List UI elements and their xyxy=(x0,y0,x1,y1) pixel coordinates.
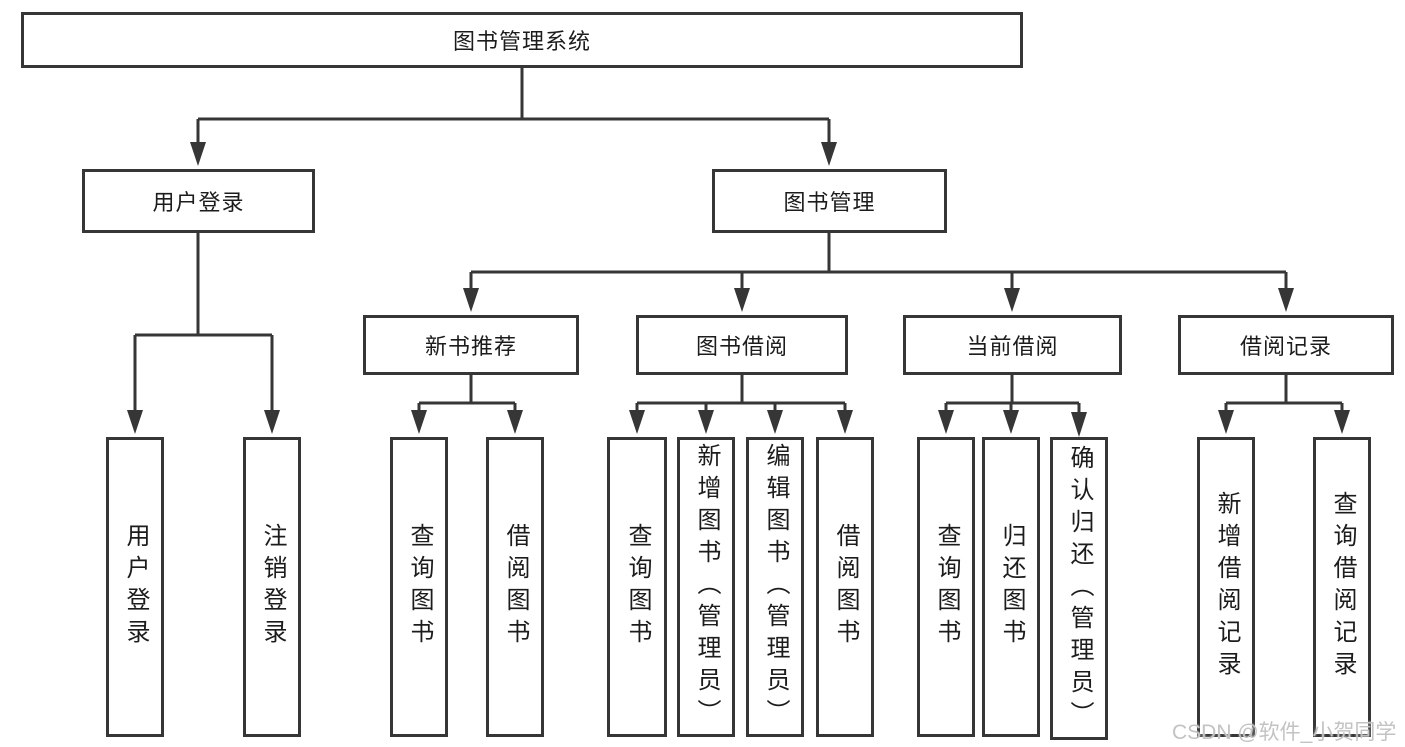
leaf-query-books-borrow: 查询图书 xyxy=(607,437,667,737)
leaf-confirm-return-admin: 确认归还（管理员） xyxy=(1050,437,1108,740)
node-label: 归还图书 xyxy=(998,523,1025,651)
node-label: 图书借阅 xyxy=(695,334,788,359)
leaf-borrow-books-recommend: 借阅图书 xyxy=(486,437,544,737)
connector-current-bus xyxy=(946,375,1079,405)
node-label: 图书管理系统 xyxy=(452,29,591,54)
arrowhead xyxy=(127,410,143,434)
arrowhead xyxy=(264,410,280,434)
leaf-add-books-admin: 新增图书（管理员） xyxy=(677,437,735,737)
arrowhead xyxy=(1003,410,1019,434)
node-label: 用户登录 xyxy=(152,190,245,215)
node-label: 借阅记录 xyxy=(1239,334,1332,359)
arrowhead xyxy=(411,410,427,434)
csdn-watermark: CSDN @软件_小贺同学 xyxy=(1172,721,1397,744)
arrowhead xyxy=(1071,412,1087,437)
arrowhead xyxy=(507,410,523,434)
node-label: 查询图书 xyxy=(624,523,651,651)
leaf-return-books: 归还图书 xyxy=(982,437,1040,737)
connector-borrow-bus xyxy=(637,375,845,405)
node-book-borrow: 图书借阅 xyxy=(636,315,848,375)
arrowhead xyxy=(463,288,479,312)
arrowhead xyxy=(821,142,837,166)
node-label: 查询图书 xyxy=(406,523,433,651)
connector-recommend-bus xyxy=(419,375,515,405)
arrowhead xyxy=(1278,288,1294,312)
node-borrow-record: 借阅记录 xyxy=(1178,315,1394,375)
node-label: 借阅图书 xyxy=(832,523,859,651)
leaf-query-books-current: 查询图书 xyxy=(917,437,975,737)
node-label: 新增图书（管理员） xyxy=(693,443,720,731)
connector-record-bus xyxy=(1226,375,1342,405)
node-label: 用户登录 xyxy=(122,523,149,651)
node-new-book-recommend: 新书推荐 xyxy=(363,315,579,375)
node-label: 新书推荐 xyxy=(424,334,517,359)
node-label: 借阅图书 xyxy=(502,523,529,651)
arrowhead xyxy=(1218,410,1234,434)
connector-login-bus xyxy=(135,233,272,337)
node-current-borrow: 当前借阅 xyxy=(903,315,1122,375)
node-label: 查询借阅记录 xyxy=(1329,491,1356,683)
arrowhead xyxy=(767,410,783,434)
connector-root-bus xyxy=(198,66,829,121)
node-label: 新增借阅记录 xyxy=(1213,491,1240,683)
node-label: 当前借阅 xyxy=(966,334,1059,359)
node-book-management: 图书管理 xyxy=(712,169,947,233)
leaf-add-borrow-record: 新增借阅记录 xyxy=(1197,437,1255,737)
node-label: 注销登录 xyxy=(259,523,286,651)
node-label: 确认归还（管理员） xyxy=(1066,444,1093,733)
leaf-edit-books-admin: 编辑图书（管理员） xyxy=(746,437,804,737)
node-library-management-system: 图书管理系统 xyxy=(21,12,1023,68)
arrowhead xyxy=(837,410,853,434)
leaf-logout: 注销登录 xyxy=(243,437,301,737)
leaf-query-books-recommend: 查询图书 xyxy=(390,437,448,737)
arrowhead xyxy=(938,410,954,434)
arrowhead xyxy=(698,410,714,434)
connector-mgmt-bus xyxy=(471,233,1286,274)
leaf-borrow-books: 借阅图书 xyxy=(816,437,874,737)
arrowhead xyxy=(629,410,645,434)
arrowhead xyxy=(190,142,206,166)
arrowhead xyxy=(1004,288,1020,312)
node-label: 查询图书 xyxy=(933,523,960,651)
node-user-login: 用户登录 xyxy=(82,169,315,233)
node-label: 编辑图书（管理员） xyxy=(762,443,789,731)
arrowhead xyxy=(1334,410,1350,434)
leaf-query-borrow-record: 查询借阅记录 xyxy=(1313,437,1371,737)
arrowhead xyxy=(734,288,750,312)
leaf-user-login: 用户登录 xyxy=(106,437,164,737)
node-label: 图书管理 xyxy=(783,190,876,215)
